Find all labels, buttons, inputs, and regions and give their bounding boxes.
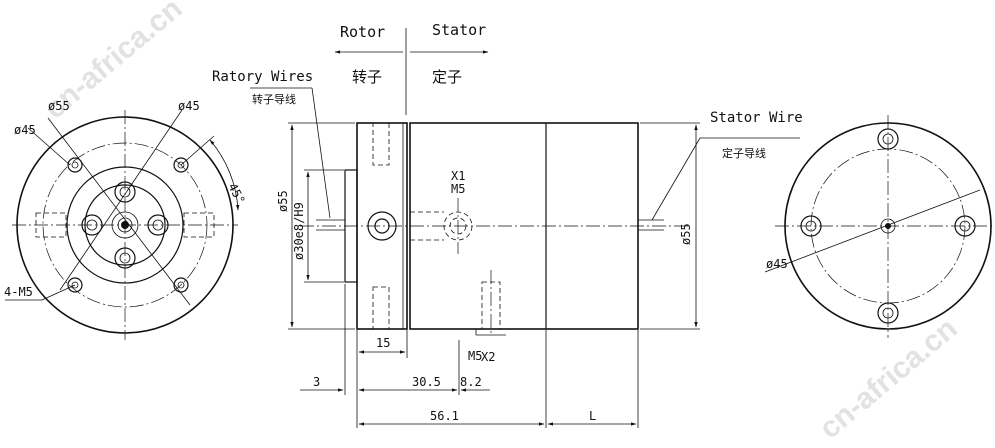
stator-wire-cn-label: 定子导线 — [722, 146, 766, 160]
left-angle-label: 45° — [225, 181, 248, 207]
ratory-wires-cn-label: 转子导线 — [252, 92, 296, 106]
stator-label: Stator — [432, 21, 486, 39]
dia55-left-label: ø55 — [276, 190, 290, 212]
left-dia45a-label: ø45 — [14, 123, 36, 137]
dim-8-2-label: 8.2 — [460, 375, 482, 389]
watermark-bottom: cn-africa.cn — [813, 312, 963, 446]
x1-label: X1 — [451, 169, 465, 183]
x1-thread-label: M5 — [451, 182, 465, 196]
rotor-cn-label: 转子 — [352, 68, 382, 86]
shaft-fit-label: ø30e8/H9 — [292, 202, 306, 260]
rotor-label: Rotor — [340, 23, 385, 41]
x2-label: X2 — [481, 350, 495, 364]
stator-cn-label: 定子 — [432, 68, 462, 86]
stator-wire-label: Stator Wire — [710, 110, 803, 126]
dim-3-label: 3 — [313, 375, 320, 389]
left-dia45b-label: ø45 — [178, 99, 200, 113]
side-view: Rotor Stator 转子 定子 Ratory Wires 转子导线 X1 … — [212, 21, 803, 428]
dim-L-label: L — [589, 409, 596, 423]
left-end-view: ø55 ø45 ø45 45° 4-M5 — [4, 99, 248, 340]
dim-30-5-label: 30.5 — [412, 375, 441, 389]
dim-56-1-label: 56.1 — [430, 409, 459, 423]
dim-15-label: 15 — [376, 336, 390, 350]
right-dia45-label: ø45 — [766, 257, 788, 271]
right-end-view: ø45 — [764, 115, 995, 338]
x2-thread-label: M5 — [468, 349, 482, 363]
ratory-wires-label: Ratory Wires — [212, 69, 313, 85]
dia55-right-label: ø55 — [679, 223, 693, 245]
left-thread-label: 4-M5 — [4, 285, 33, 299]
left-dia55-label: ø55 — [48, 99, 70, 113]
